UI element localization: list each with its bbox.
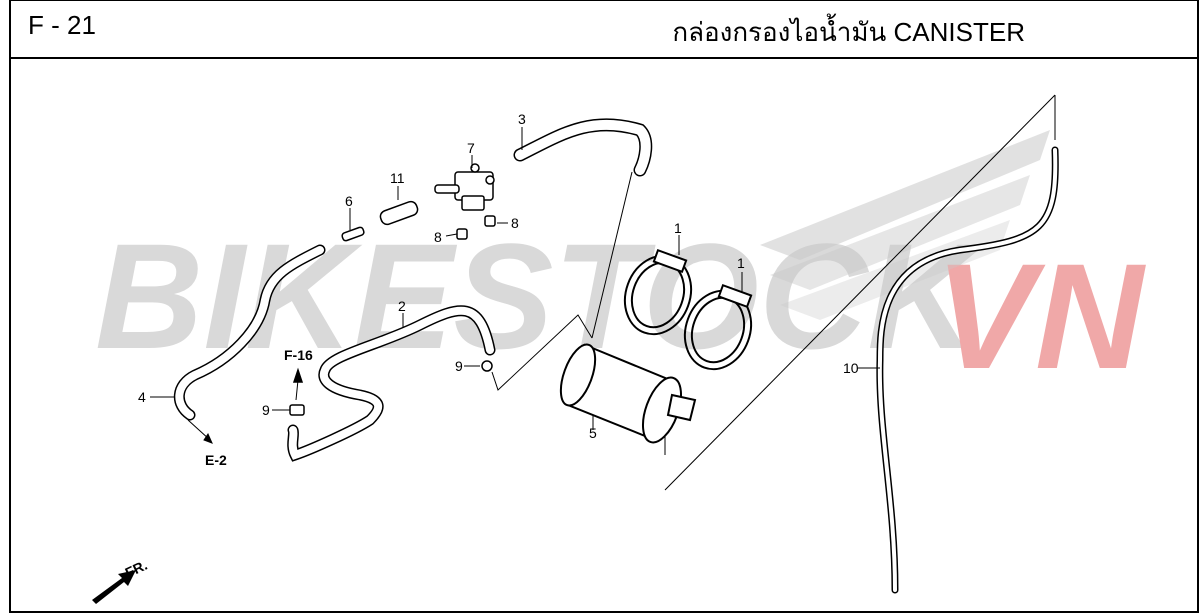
callout-4: 4	[138, 389, 146, 405]
callout-8b: 8	[511, 215, 519, 231]
callout-11: 11	[390, 170, 405, 186]
callout-leaders	[150, 127, 880, 430]
page-title: กล่องกรองไอน้ำมัน CANISTER	[672, 17, 1025, 47]
callout-5: 5	[589, 425, 597, 441]
callout-3: 3	[518, 111, 526, 127]
callout-8a: 8	[434, 229, 442, 245]
callout-9b: 9	[262, 402, 270, 418]
callout-10: 10	[843, 360, 859, 376]
leader-bracket	[491, 314, 593, 391]
part-5-canister	[559, 343, 697, 455]
part-9-clip-left	[289, 367, 305, 416]
part-7-valve	[434, 163, 495, 211]
part-6-fitting	[341, 226, 365, 242]
part-11-tube	[379, 200, 419, 226]
dotted-shading	[760, 130, 1050, 320]
callout-1a: 1	[674, 220, 682, 236]
border	[9, 0, 1199, 613]
part-3-hose	[513, 118, 653, 339]
part-2-hose	[287, 305, 496, 462]
ref-f16: F-16	[284, 347, 313, 363]
part-10-hose	[664, 94, 1059, 594]
callout-9a: 9	[455, 358, 463, 374]
part-4-hose	[173, 244, 326, 444]
header: F - 21 กล่องกรองไอน้ำมัน CANISTER	[0, 0, 1200, 58]
callout-labels: 1 1 2 3 4 5 6 7 8 8 9 9 10 11	[138, 111, 859, 441]
callout-1b: 1	[737, 255, 745, 271]
front-arrow-icon	[92, 570, 136, 604]
reference-labels: F-16 E-2 FR.	[123, 347, 313, 581]
ref-e2: E-2	[205, 452, 227, 468]
callout-7: 7	[467, 140, 475, 156]
part-1-clamps	[623, 248, 753, 371]
ref-front: FR.	[123, 557, 150, 581]
callout-2: 2	[398, 298, 406, 314]
figure-number: F - 21	[28, 10, 96, 40]
watermark-red-text: VN	[935, 232, 1146, 400]
callout-6: 6	[345, 193, 353, 209]
